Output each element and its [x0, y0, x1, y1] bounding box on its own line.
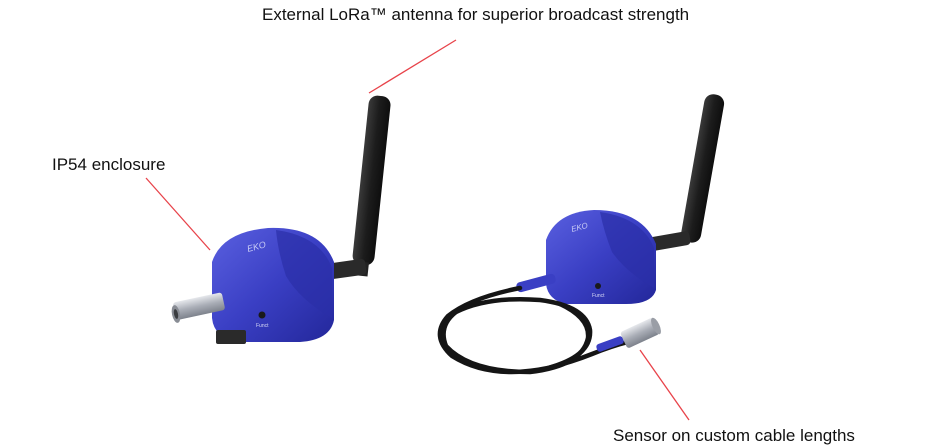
callout-line-sensor	[639, 349, 690, 421]
callout-line-antenna	[368, 39, 457, 94]
callout-enclosure-label: IP54 enclosure	[52, 155, 166, 174]
right-device: EKO Funct	[437, 94, 725, 375]
callout-antenna-label: External LoRa™ antenna for superior broa…	[262, 5, 690, 24]
left-sensor-probe	[171, 292, 225, 323]
svg-text:EKO: EKO	[570, 221, 589, 234]
right-sensor-probe	[620, 317, 661, 348]
left-device: EKO Funct	[171, 95, 391, 344]
callout-line-enclosure	[145, 177, 211, 251]
svg-text:EKO: EKO	[246, 239, 267, 254]
right-function-button	[595, 283, 601, 289]
left-button-label: Funct	[256, 323, 269, 329]
left-function-button	[258, 311, 266, 319]
right-button-label: Funct	[592, 293, 605, 299]
left-antenna	[352, 95, 391, 277]
callout-sensor-label: Sensor on custom cable lengths	[613, 426, 855, 445]
right-antenna	[681, 94, 725, 243]
